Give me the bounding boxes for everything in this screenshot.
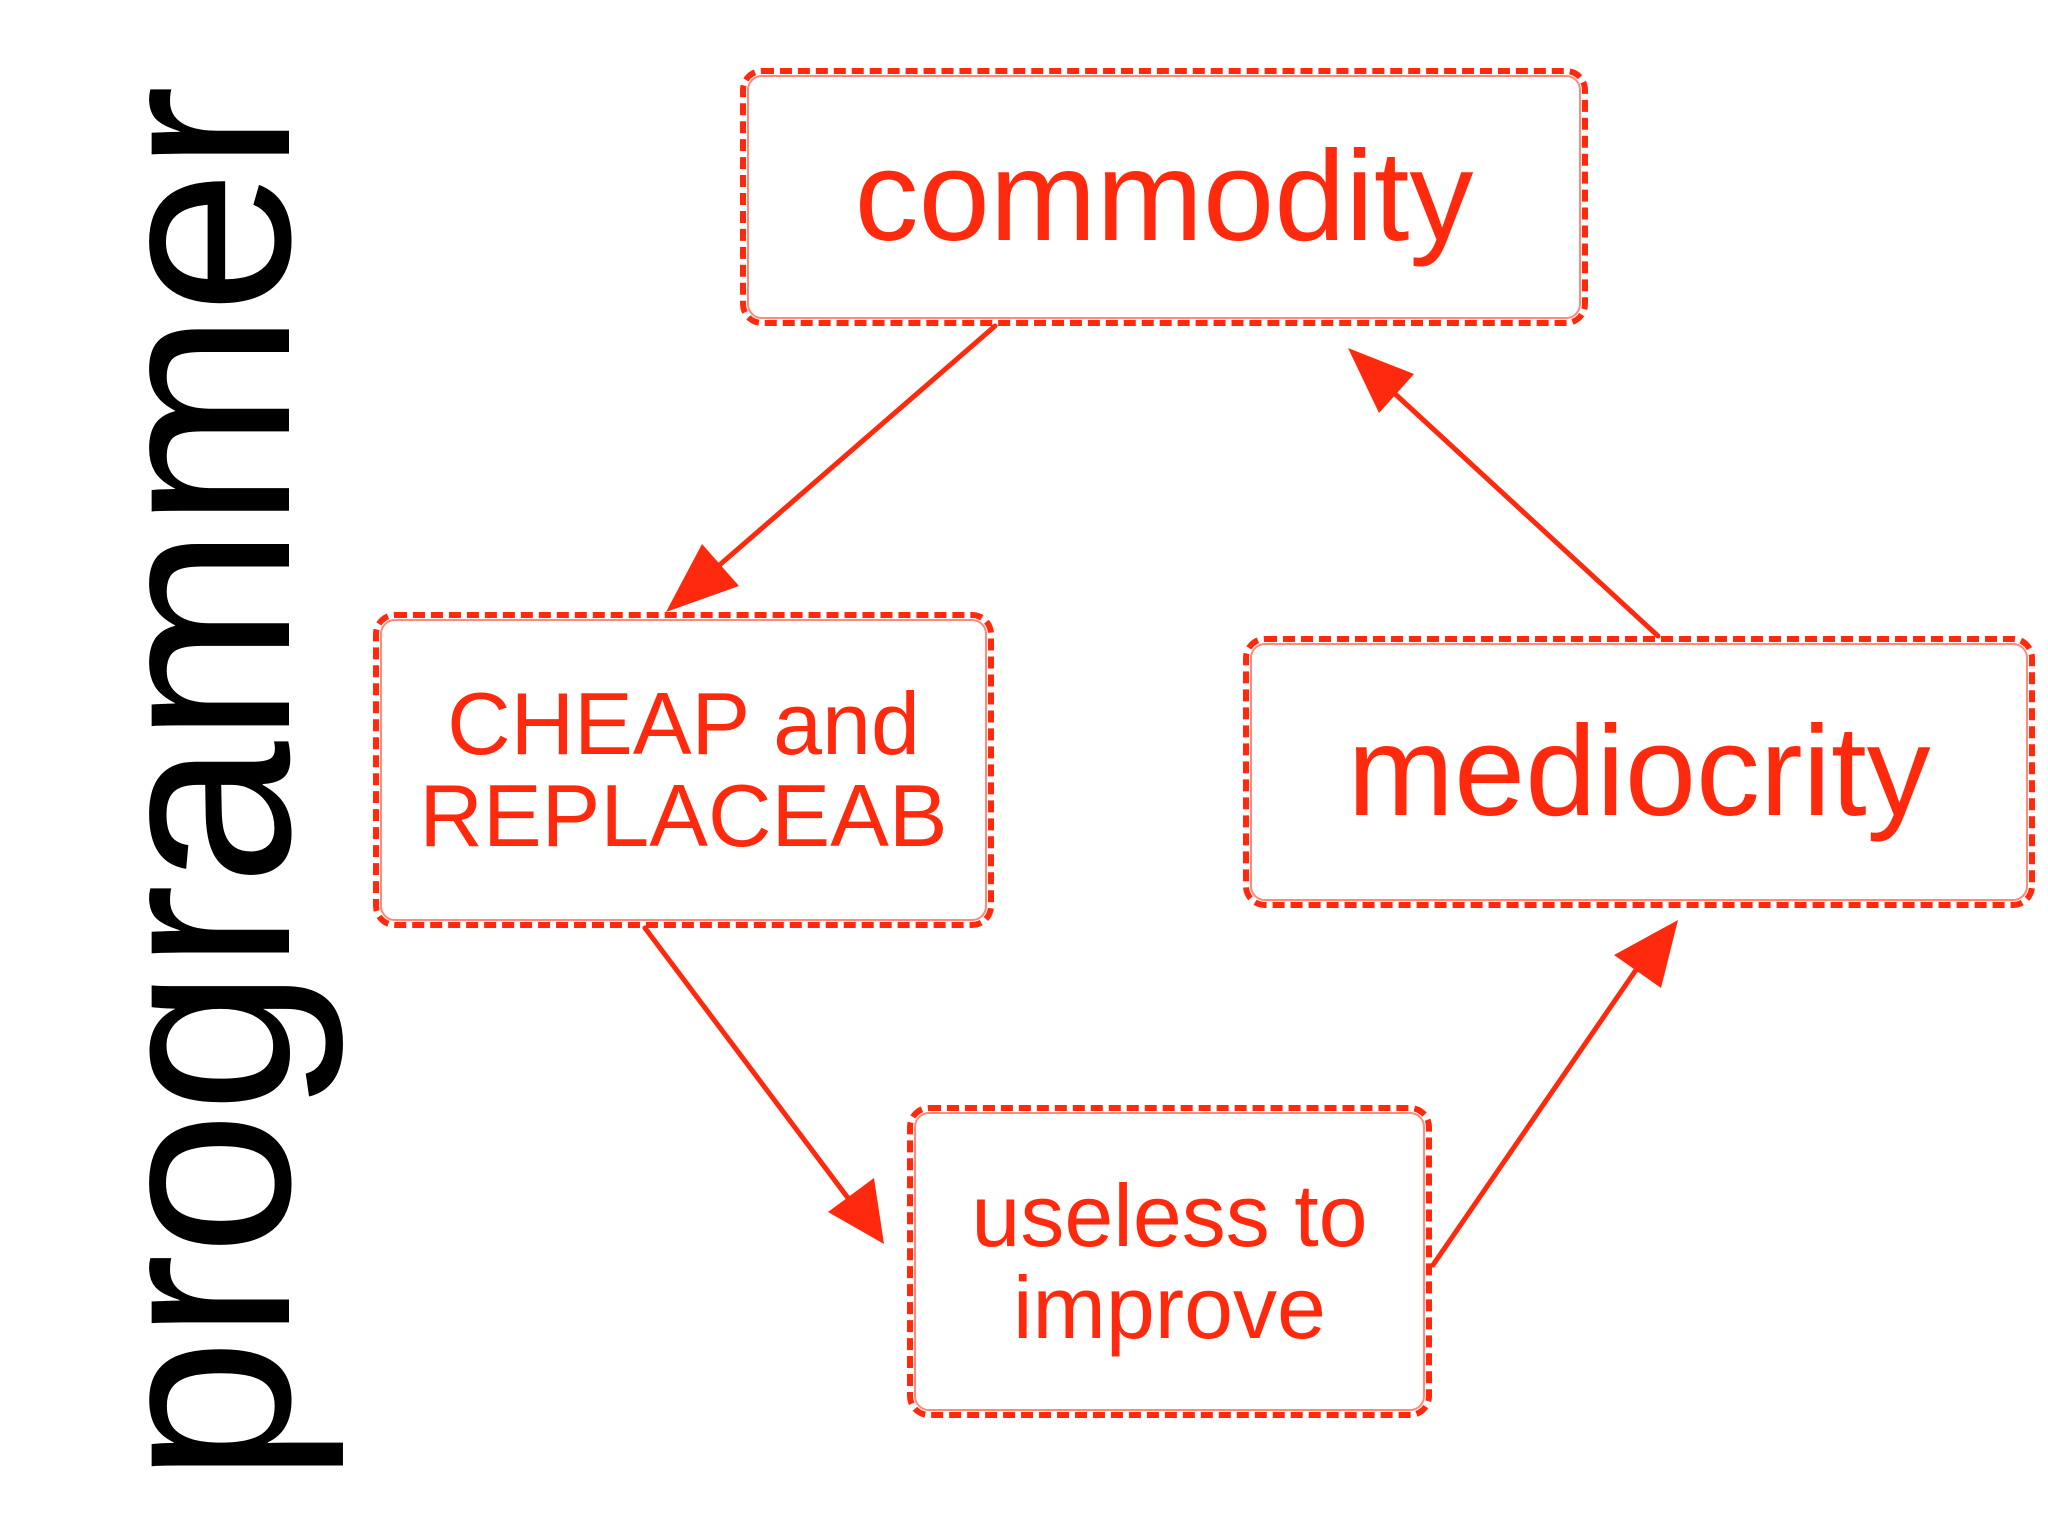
arrow-mediocrity-to-commodity (1348, 348, 1661, 639)
cheap-and-replaceable-box: CHEAP and REPLACEAB (373, 612, 994, 928)
useless-to-improve-label: useless to improve (971, 1165, 1368, 1357)
arrow-commodity-to-cheap (666, 323, 998, 612)
arrow-cheap-to-useless (642, 925, 884, 1244)
mediocrity-label: mediocrity (1347, 700, 1931, 844)
useless-to-improve-box: useless to improve (907, 1105, 1432, 1418)
mediocrity-box: mediocrity (1243, 636, 2035, 908)
commodity-label: commodity (854, 125, 1474, 269)
cheap-and-replaceable-label: CHEAP and REPLACEAB (419, 674, 948, 865)
commodity-box: commodity (740, 68, 1588, 326)
arrow-useless-to-mediocrity (1430, 920, 1678, 1268)
